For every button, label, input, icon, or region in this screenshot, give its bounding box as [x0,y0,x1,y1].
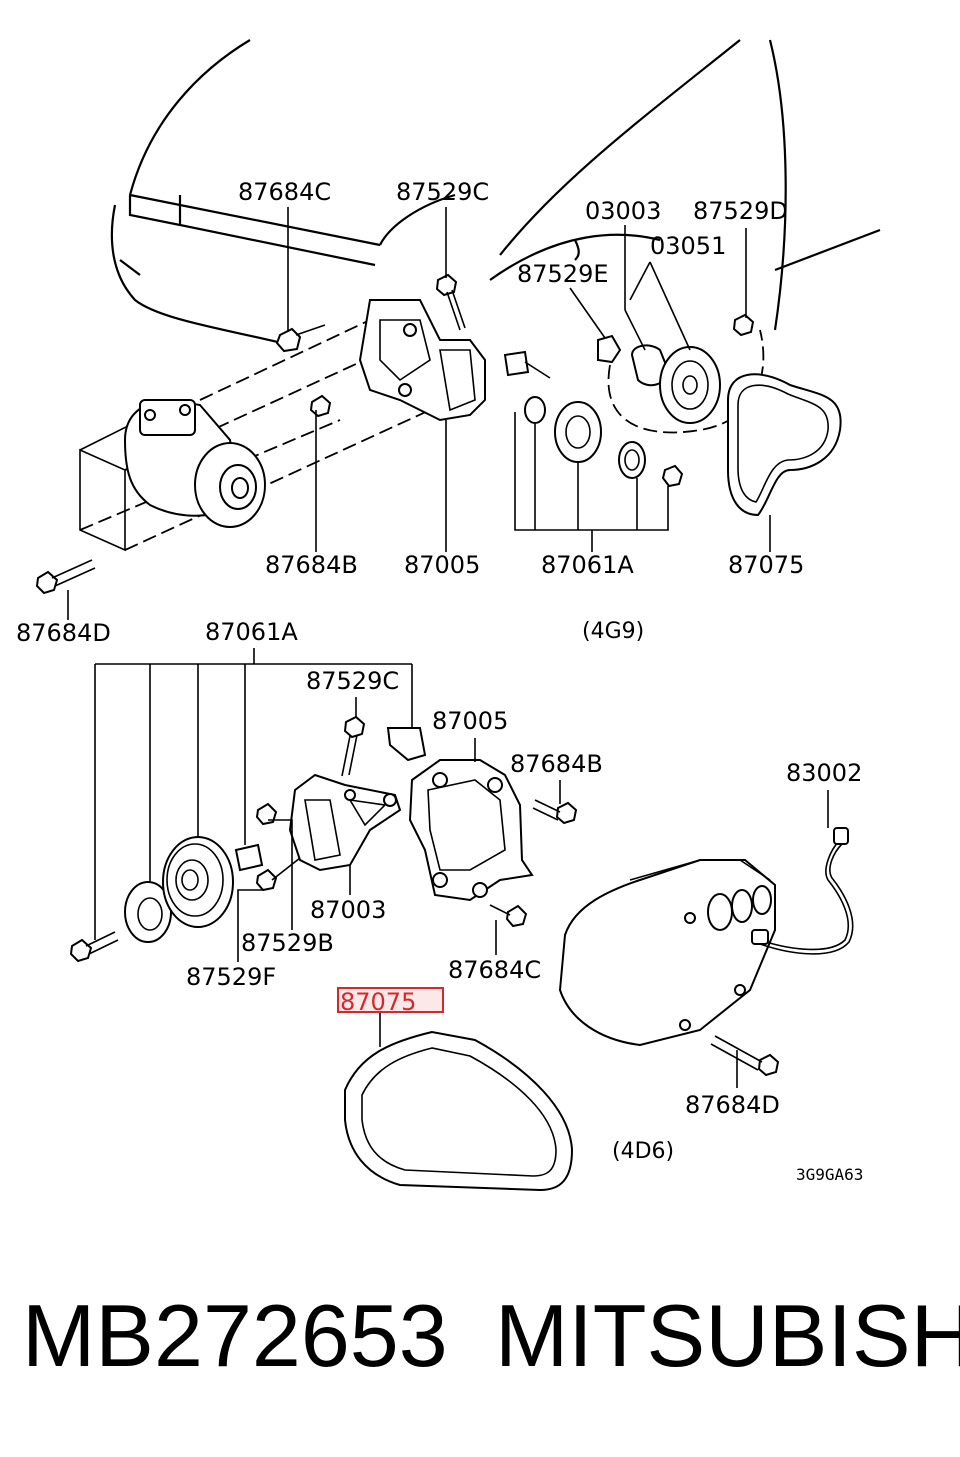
label-87684B-top: 87684B [265,551,358,579]
label-87684C-bottom: 87684C [448,956,541,984]
bolt-87684C-top [275,324,326,353]
bracket-87005-top [358,299,486,422]
bottom-labels: 87061A 87529C 87005 87684B 83002 87003 8… [186,618,863,1184]
bolt-87684D-top [35,559,96,595]
section-label-4D6: (4D6) [612,1139,674,1164]
leaders-bottom [94,648,829,1088]
figure-code: 3G9GA63 [796,1165,863,1184]
bolt-87529C-top [435,273,466,331]
brand-name: MITSUBISHI [495,1286,960,1385]
bolt-87529C-bottom [341,715,366,777]
label-03003: 03003 [585,197,661,225]
label-87529F: 87529F [186,963,276,991]
label-87684D-top: 87684D [16,619,111,647]
section-label-4G9: (4G9) [582,619,644,644]
label-87529B: 87529B [241,929,334,957]
bolt-87684C-bottom [489,904,528,928]
top-assembly [35,273,842,595]
label-87529D: 87529D [693,197,788,225]
clip-bottom [386,727,427,762]
leaders-top [67,207,771,620]
bolt-87684D-bottom [710,1035,780,1077]
label-87684D-bottom: 87684D [685,1091,780,1119]
top-labels: 87684C 87529C 03003 87529D 03051 87529E … [16,178,804,647]
sensor-83002 [751,827,854,955]
label-87003: 87003 [310,896,386,924]
pulley-bottom [69,802,301,963]
label-87061A-bottom: 87061A [205,618,298,646]
compressor-bottom [558,859,776,1047]
bolt-87684B-bottom [532,799,578,825]
label-87684B-bottom: 87684B [510,750,603,778]
vehicle-outline [110,39,881,347]
label-83002: 83002 [786,759,862,787]
belt-87075-top [727,373,842,517]
label-87061A-top: 87061A [541,551,634,579]
bottom-assembly [69,715,854,1192]
label-87529E: 87529E [517,260,609,288]
compressor-top [123,398,266,528]
label-87529C-top: 87529C [396,178,489,206]
label-87005-top: 87005 [404,551,480,579]
bracket-87005-bottom [408,759,534,902]
footer: MB272653 MITSUBISHI [22,1286,960,1385]
label-87075-bottom[interactable]: 87075 [340,988,416,1016]
label-87684C-top: 87684C [238,178,331,206]
label-03051: 03051 [650,232,726,260]
pulley-top [524,313,765,488]
label-87075-top: 87075 [728,551,804,579]
bracket-87003 [288,773,402,872]
bolt-87684B-top [309,394,332,418]
part-number: MB272653 [22,1286,448,1385]
highlight-box [337,987,444,1013]
label-87005-bottom: 87005 [432,707,508,735]
stud-87529E [503,334,622,379]
label-87529C-bottom: 87529C [306,667,399,695]
belt-87075-bottom[interactable] [344,1030,574,1192]
